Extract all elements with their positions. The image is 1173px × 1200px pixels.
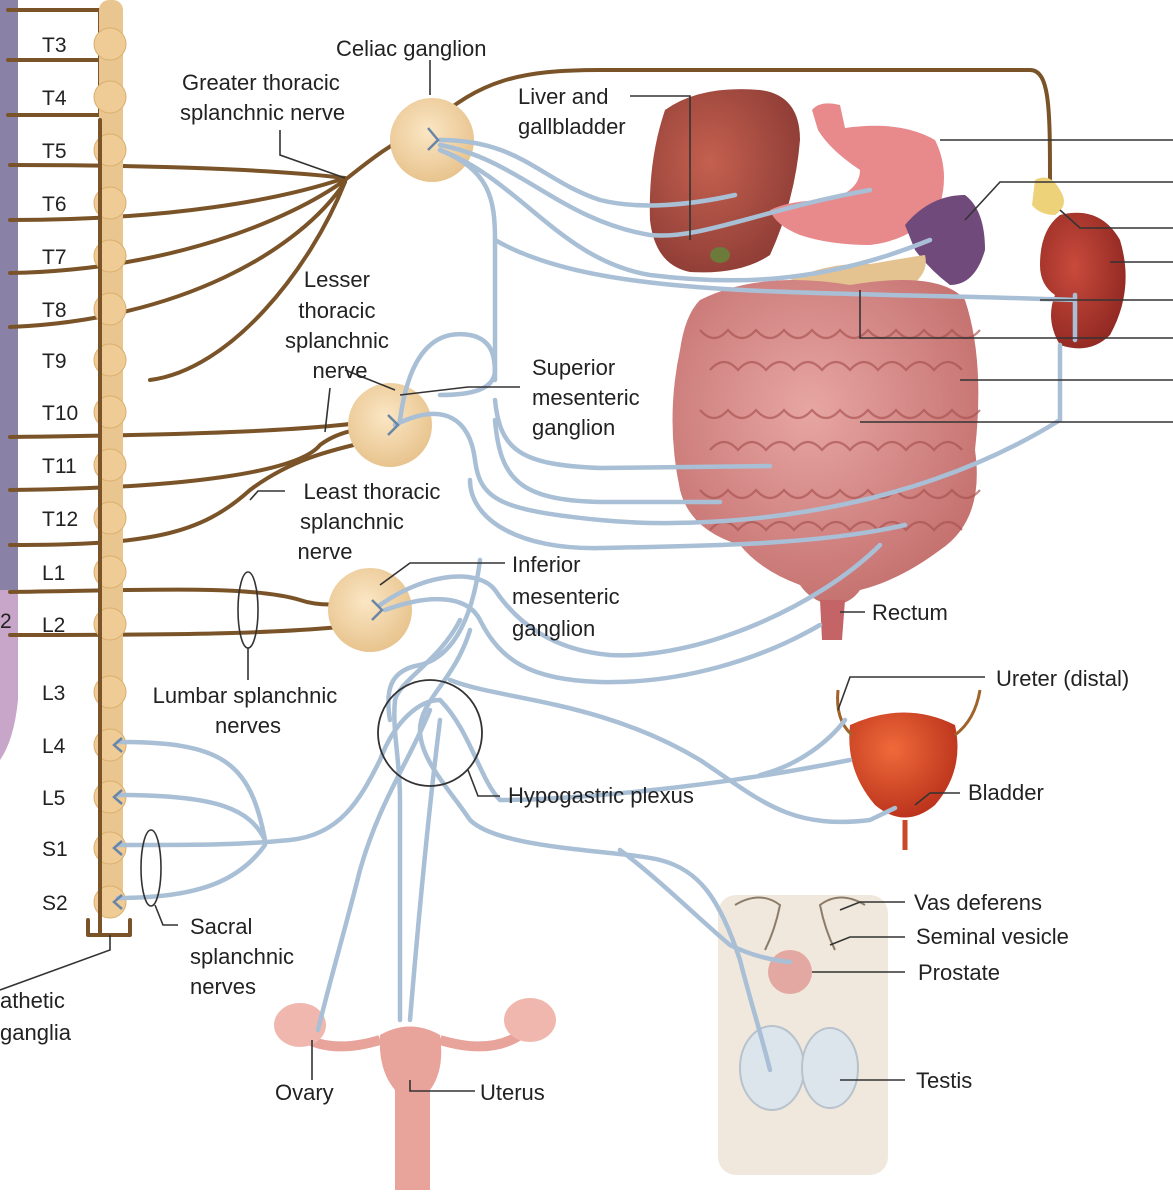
rectum xyxy=(820,600,845,640)
ovary-left xyxy=(274,1003,326,1047)
chain-ganglion-t3 xyxy=(93,27,127,61)
adrenal-gland xyxy=(1032,177,1064,215)
sacral-splanchnic-marker xyxy=(140,829,162,907)
segment-label-t10: T10 xyxy=(42,402,78,425)
liver-label: Liver and gallbladder xyxy=(518,84,626,139)
intestines xyxy=(672,280,981,605)
segment-label-l1: L1 xyxy=(42,562,65,585)
superior-mesenteric-ganglion xyxy=(348,383,432,467)
chain-synapse-l5 xyxy=(112,789,123,805)
segment-label-l2: L2 xyxy=(42,614,65,637)
segment-label-s1: S1 xyxy=(42,838,68,861)
segment-label-t11: T11 xyxy=(42,455,77,478)
side-digit: 2 xyxy=(0,610,12,633)
intestine-coil xyxy=(709,360,963,372)
bladder xyxy=(836,689,982,850)
sympathetic-chain xyxy=(86,0,132,937)
intestine-coil xyxy=(699,408,981,420)
testis-left xyxy=(739,1025,805,1111)
paravertebral-ganglia-label: athetic ganglia xyxy=(0,988,72,1045)
segment-label-t6: T6 xyxy=(42,193,67,216)
segment-label-l3: L3 xyxy=(42,682,65,705)
least-splanchnic-label: Least thoracic splanchnic nerve xyxy=(297,479,446,564)
segment-label-t12: T12 xyxy=(42,508,78,531)
chain-ganglion-t4 xyxy=(93,80,127,114)
ureter-label: Ureter (distal) xyxy=(996,666,1129,691)
testis-right xyxy=(801,1027,859,1109)
liver xyxy=(649,89,800,273)
intestine-coil xyxy=(699,328,981,340)
intestine-coil xyxy=(709,520,963,532)
testis-label: Testis xyxy=(916,1068,972,1093)
greater-splanchnic-label: Greater thoracic splanchnic nerve xyxy=(180,70,346,125)
hypogastric-plexus-marker xyxy=(377,679,483,787)
postganglionic-fibers xyxy=(115,137,1078,1073)
synapse-marks xyxy=(371,127,440,621)
inferior-mesenteric-ganglion xyxy=(328,568,412,652)
chain-synapse-l4 xyxy=(112,737,123,753)
vas-deferens-label: Vas deferens xyxy=(914,890,1042,915)
segment-label-t7: T7 xyxy=(42,246,67,269)
bladder-label: Bladder xyxy=(968,780,1044,805)
stomach xyxy=(770,103,944,245)
lumbar-splanchnic-marker xyxy=(237,571,259,649)
hypogastric-plexus-label: Hypogastric plexus xyxy=(508,783,694,808)
segment-label-t8: T8 xyxy=(42,299,67,322)
segment-label-l4: L4 xyxy=(42,735,66,758)
segment-label-t9: T9 xyxy=(42,350,67,373)
sacral-splanchnic-label: Sacral splanchnic nerves xyxy=(190,914,300,999)
ovary-label: Ovary xyxy=(275,1080,334,1105)
segment-label-s2: S2 xyxy=(42,892,68,915)
superior-mesenteric-label: Superior mesenteric ganglion xyxy=(532,355,646,440)
female-reproductive-organs xyxy=(274,998,556,1190)
segment-label-t3: T3 xyxy=(42,34,67,57)
chain-synapse-s1 xyxy=(112,840,123,856)
chain-synapse-s2 xyxy=(112,894,123,910)
leader-lines xyxy=(0,60,1173,1092)
inferior-mesenteric-label: Inferior mesenteric ganglion xyxy=(512,552,626,641)
spleen xyxy=(905,195,985,285)
prostate xyxy=(768,950,812,994)
prostate-label: Prostate xyxy=(918,960,1000,985)
uterus-label: Uterus xyxy=(480,1080,545,1105)
celiac-ganglion xyxy=(390,98,474,182)
lesser-splanchnic-label: Lesser thoracic splanchnic nerve xyxy=(285,267,395,383)
kidney xyxy=(1040,212,1126,349)
lumbar-splanchnic-label: Lumbar splanchnic nerves xyxy=(153,683,344,738)
intestine-coil xyxy=(699,488,981,500)
rectum-label: Rectum xyxy=(872,600,948,625)
celiac-ganglion-label: Celiac ganglion xyxy=(336,36,486,61)
intestine-coil xyxy=(709,440,963,452)
chain-synapse-marks xyxy=(112,737,123,910)
male-reproductive-organs xyxy=(718,895,888,1175)
seminal-vesicle-label: Seminal vesicle xyxy=(916,924,1069,949)
segment-label-l5: L5 xyxy=(42,787,65,810)
ovary-right xyxy=(504,998,556,1042)
spinal-cord xyxy=(0,0,18,760)
segment-label-t4: T4 xyxy=(42,87,67,110)
segment-label-t5: T5 xyxy=(42,140,67,163)
